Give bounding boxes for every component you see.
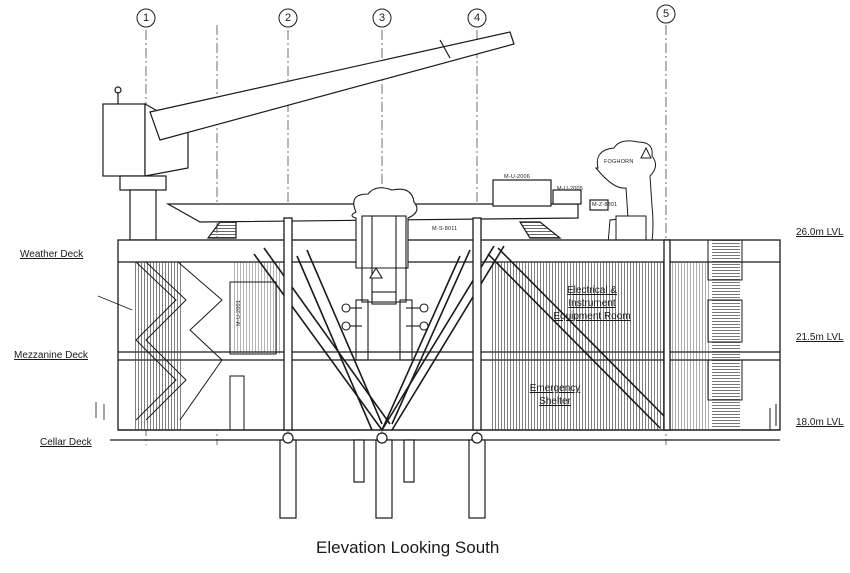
- level-26-label: 26.0m LVL: [796, 227, 844, 238]
- grid-marker-2: 2: [284, 12, 292, 24]
- emergency-shelter-line-2: Shelter: [539, 396, 571, 407]
- grid-marker-circles: [136, 4, 676, 28]
- deck-pointers: [95, 295, 133, 420]
- electrical-room-label: Electrical & Instrument Equipment Room: [540, 284, 644, 323]
- grid-marker-3: 3: [378, 12, 386, 24]
- riser-assembly: [341, 187, 429, 361]
- emergency-shelter-line-1: Emergency: [529, 383, 581, 394]
- level-18-label: 18.0m LVL: [796, 417, 844, 428]
- tag-m-u-2006: M-U-2006: [504, 174, 531, 180]
- mezzanine-deck-label: Mezzanine Deck: [14, 350, 88, 361]
- drawing-caption: Elevation Looking South: [316, 538, 500, 557]
- crane: [102, 31, 515, 241]
- room-doors: [229, 281, 277, 431]
- cellar-deck-label: Cellar Deck: [40, 437, 92, 448]
- stairs: [135, 261, 223, 421]
- right-grating: [707, 239, 777, 430]
- tag-foghorn: FOGHORN: [604, 159, 634, 165]
- grid-marker-4: 4: [473, 12, 481, 24]
- tag-m-z-8801: M-Z-8801: [592, 202, 618, 208]
- electrical-room-line-1: Electrical &: [566, 285, 617, 296]
- tag-m-s-8011: M-S-8011: [432, 226, 458, 232]
- grid-marker-1: 1: [142, 12, 150, 24]
- grid-marker-5: 5: [662, 8, 670, 20]
- tag-m-u-2005: M-U-2005: [557, 186, 584, 192]
- piles: [279, 432, 486, 519]
- emergency-shelter-label: Emergency Shelter: [515, 382, 595, 408]
- columns: [283, 217, 671, 431]
- foghorn-structure: [594, 140, 656, 245]
- weather-deck-label: Weather Deck: [20, 249, 84, 260]
- electrical-room-line-3: Equipment Room: [553, 311, 631, 322]
- electrical-room-line-2: Instrument: [568, 298, 616, 309]
- level-21-5-label: 21.5m LVL: [796, 332, 844, 343]
- tag-m-u-2001: M-U-2001: [236, 299, 242, 326]
